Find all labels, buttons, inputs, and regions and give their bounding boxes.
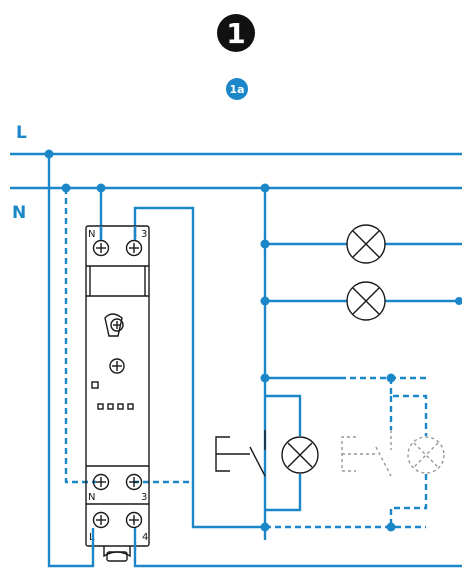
- lamp-3-wire-top: [265, 394, 302, 436]
- terminal-screw-icon: [92, 511, 110, 529]
- substep-label: 1a: [229, 83, 244, 96]
- dip-switch: [117, 403, 124, 410]
- pushbutton-icon: [215, 430, 266, 477]
- terminal-screw-icon: [92, 473, 110, 491]
- terminal-label-3-bottom: 3: [141, 492, 147, 503]
- optional-lamp-wire-bottom: [389, 474, 428, 527]
- pushbutton-icon: [341, 430, 392, 477]
- junction-node: [386, 522, 396, 532]
- lamp-icon: [407, 436, 445, 474]
- junction-node: [61, 183, 71, 193]
- line-feed-wire: [47, 154, 95, 568]
- step-badge: 1: [217, 14, 255, 52]
- output-4-wire: [133, 548, 462, 568]
- terminal-label-3: 3: [141, 229, 147, 240]
- substep-badge: 1a: [226, 78, 248, 100]
- junction-node: [455, 297, 462, 305]
- optional-lamp-wire-top: [389, 378, 428, 436]
- terminal-screw-icon: [92, 239, 110, 257]
- bus-label-line: L: [16, 123, 27, 143]
- junction-node: [260, 183, 270, 193]
- terminal-screw-icon: [125, 239, 143, 257]
- led-indicator-icon: [91, 381, 99, 389]
- dip-switch: [127, 403, 134, 410]
- terminal-screw-icon: [125, 473, 143, 491]
- din-rail-device: N 3 N 3: [85, 225, 150, 562]
- dip-switch: [107, 403, 114, 410]
- rotary-knob-icon: [104, 313, 124, 337]
- terminal-label-4: 4: [142, 532, 148, 543]
- junction-node: [96, 183, 106, 193]
- lamp-icon: [346, 224, 386, 264]
- lamp-icon: [281, 436, 319, 474]
- lamp-icon: [346, 281, 386, 321]
- dip-switch: [97, 403, 104, 410]
- bus-label-neutral: N: [12, 203, 26, 223]
- terminal-label-n: N: [88, 229, 95, 240]
- lamp-3-wire-bottom: [265, 474, 302, 512]
- junction-node: [44, 149, 54, 159]
- terminal-screw-icon: [125, 511, 143, 529]
- top-3-return-wire: [133, 206, 265, 529]
- terminal-label-n-bottom: N: [88, 492, 95, 503]
- step-number: 1: [226, 17, 245, 50]
- terminal-screw-icon: [109, 358, 125, 374]
